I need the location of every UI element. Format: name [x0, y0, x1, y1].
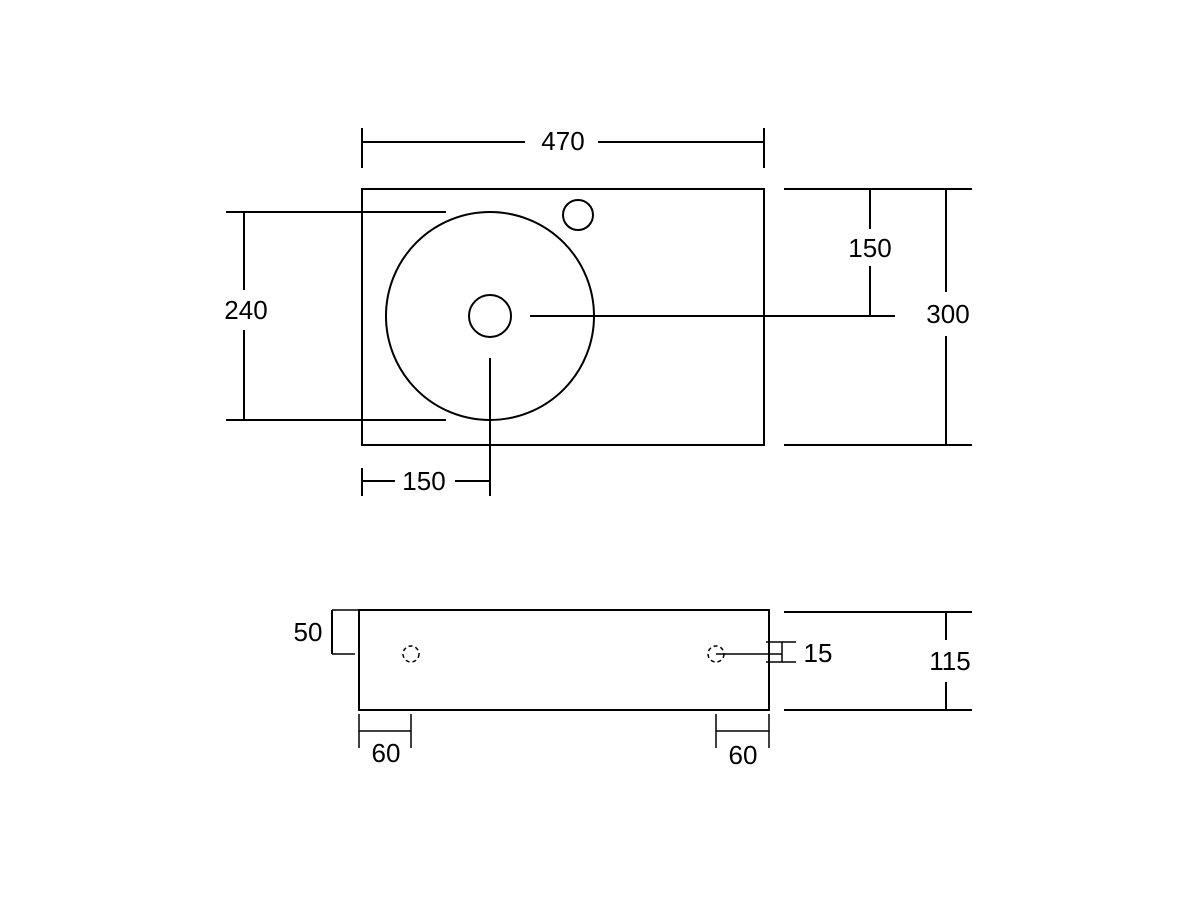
- dim-label-bowl-diameter: 240: [224, 295, 267, 325]
- dim-label-hole-height: 50: [294, 617, 323, 647]
- dim-width-470: 470: [361, 126, 765, 168]
- dim-label-height: 115: [929, 646, 970, 676]
- dim-right-hole-60: 60: [715, 714, 770, 770]
- dim-label-drain-top: 150: [848, 233, 891, 263]
- dim-label-right-hole: 60: [729, 740, 758, 770]
- dim-height-115: 115: [784, 611, 972, 711]
- mounting-hole-left: [402, 645, 420, 663]
- drain-hole: [468, 294, 512, 338]
- dim-hole-height-50: 50: [294, 609, 359, 655]
- dim-label-width: 470: [541, 126, 584, 156]
- dim-hole-diameter-15: 15: [716, 638, 832, 668]
- dim-drain-left-150: 150: [361, 358, 491, 496]
- basin-outline-side: [358, 609, 770, 711]
- side-view: [358, 609, 770, 711]
- dim-label-drain-left: 150: [402, 466, 445, 496]
- dim-label-left-hole: 60: [372, 738, 401, 768]
- dim-label-depth: 300: [926, 299, 969, 329]
- dim-left-hole-60: 60: [358, 714, 412, 768]
- tap-hole: [562, 199, 594, 231]
- dim-bowl-240: 240: [224, 211, 446, 421]
- dim-drain-top-150: 150: [530, 189, 895, 317]
- dim-depth-300: 300: [784, 188, 972, 446]
- dim-label-hole-diameter: 15: [804, 638, 833, 668]
